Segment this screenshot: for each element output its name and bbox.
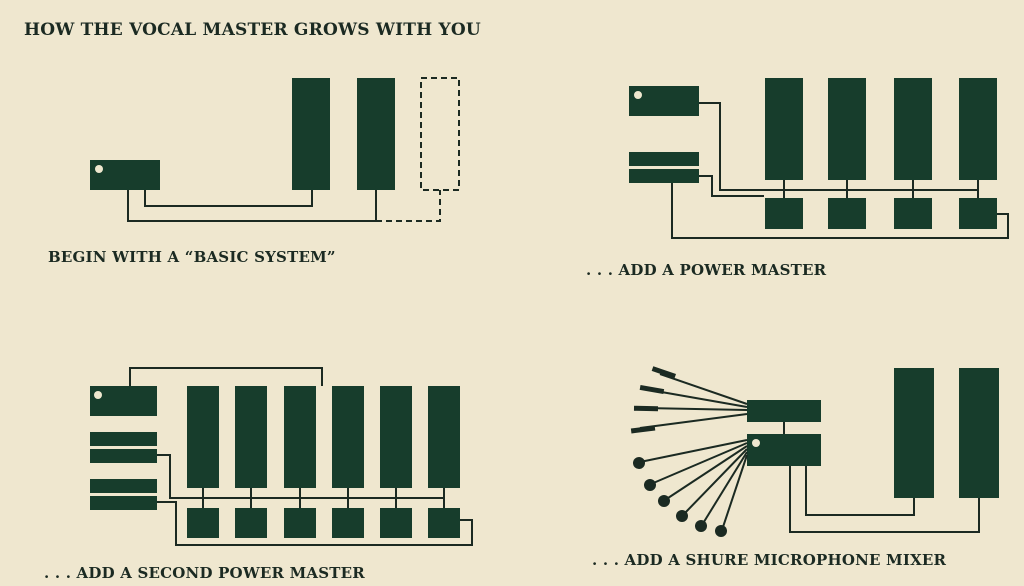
microphone-icon bbox=[644, 479, 656, 491]
column-speaker bbox=[765, 78, 803, 180]
microphone-icon bbox=[633, 457, 645, 469]
caption-second-power-master: . . . ADD A SECOND POWER MASTER bbox=[44, 564, 365, 582]
column-speaker bbox=[894, 78, 932, 180]
microphone-icon bbox=[633, 405, 659, 412]
microphone-icon bbox=[630, 425, 656, 434]
column-speaker bbox=[357, 78, 395, 190]
panel-power-master bbox=[629, 78, 1009, 239]
page-title: HOW THE VOCAL MASTER GROWS WITH YOU bbox=[24, 20, 481, 40]
bass-speaker bbox=[959, 198, 997, 229]
caption-microphone-mixer: . . . ADD A SHURE MICROPHONE MIXER bbox=[592, 551, 947, 569]
bass-speaker bbox=[428, 508, 460, 538]
microphone-icon bbox=[639, 384, 665, 395]
microphone-icon bbox=[658, 495, 670, 507]
bass-speaker bbox=[187, 508, 219, 538]
speaker-cable bbox=[699, 175, 764, 197]
control-console bbox=[90, 386, 157, 416]
microphone-icon bbox=[651, 366, 676, 379]
speaker-cable bbox=[157, 501, 473, 546]
optional-cable-dashed bbox=[376, 190, 441, 222]
speaker-cable bbox=[789, 466, 980, 533]
bass-speaker bbox=[332, 508, 364, 538]
speaker-cable bbox=[144, 190, 313, 207]
bass-speaker bbox=[765, 198, 803, 229]
bass-speaker bbox=[828, 198, 866, 229]
speaker-cable bbox=[127, 190, 377, 222]
column-speaker bbox=[292, 78, 330, 190]
microphone-icon bbox=[715, 525, 727, 537]
microphone-icon bbox=[676, 510, 688, 522]
column-speaker bbox=[380, 386, 412, 488]
bass-speaker bbox=[380, 508, 412, 538]
control-console bbox=[629, 86, 699, 116]
column-speaker bbox=[235, 386, 267, 488]
power-indicator bbox=[94, 391, 102, 399]
column-speaker bbox=[828, 78, 866, 180]
microphone-mixer bbox=[747, 400, 821, 422]
caption-power-master: . . . ADD A POWER MASTER bbox=[586, 261, 827, 279]
panel-second-power-master bbox=[90, 367, 473, 546]
bass-speaker bbox=[894, 198, 932, 229]
bass-speaker bbox=[284, 508, 316, 538]
caption-basic-system: BEGIN WITH A “BASIC SYSTEM” bbox=[48, 248, 336, 266]
column-speaker bbox=[959, 368, 999, 498]
microphone-cables bbox=[639, 373, 748, 531]
column-speaker bbox=[894, 368, 934, 498]
speaker-cable bbox=[699, 102, 932, 191]
speaker-cable bbox=[671, 183, 1009, 239]
column-speaker bbox=[187, 386, 219, 488]
column-speaker bbox=[332, 386, 364, 488]
panel-basic-system bbox=[90, 77, 460, 222]
speaker-cable bbox=[129, 367, 323, 386]
power-indicator bbox=[634, 91, 642, 99]
speaker-cable bbox=[157, 454, 300, 499]
panel-microphone-mixer bbox=[630, 366, 999, 537]
column-speaker bbox=[959, 78, 997, 180]
microphone-icon bbox=[695, 520, 707, 532]
control-console bbox=[747, 434, 821, 466]
control-console bbox=[90, 160, 160, 190]
column-speaker bbox=[284, 386, 316, 488]
column-speaker bbox=[428, 386, 460, 488]
power-indicator bbox=[95, 165, 103, 173]
speaker-cable bbox=[805, 466, 915, 516]
bass-speaker bbox=[235, 508, 267, 538]
optional-speaker-dashed bbox=[420, 77, 460, 191]
power-indicator bbox=[752, 439, 760, 447]
